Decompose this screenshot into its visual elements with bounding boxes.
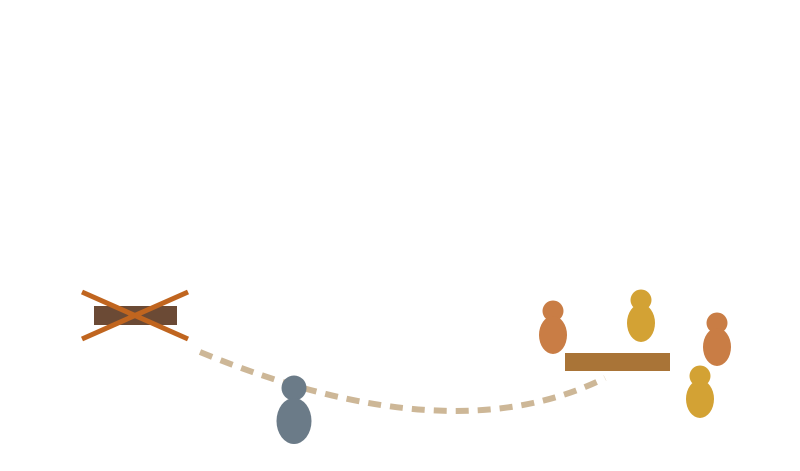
person-head xyxy=(281,375,307,401)
person-body xyxy=(686,380,714,418)
group-person-icon-3 xyxy=(703,312,731,366)
person-head xyxy=(706,312,728,334)
cross-mark-icon xyxy=(80,289,190,342)
group-person-icon-1 xyxy=(539,300,567,354)
group-person-icon-2 xyxy=(627,289,655,342)
person-head xyxy=(630,289,652,311)
lone-person-icon xyxy=(276,375,312,444)
person-body xyxy=(627,304,655,342)
person-body xyxy=(539,316,567,354)
new-table-group xyxy=(539,289,731,418)
person-head xyxy=(689,365,711,387)
person-head xyxy=(542,300,564,322)
dashed-path xyxy=(198,349,607,414)
person-body xyxy=(276,398,312,444)
group-person-icon-4 xyxy=(686,365,714,418)
cross-stroke-2 xyxy=(80,289,190,342)
person-body xyxy=(703,328,731,366)
new-table-icon xyxy=(565,353,670,371)
crossed-out-table xyxy=(80,289,190,342)
